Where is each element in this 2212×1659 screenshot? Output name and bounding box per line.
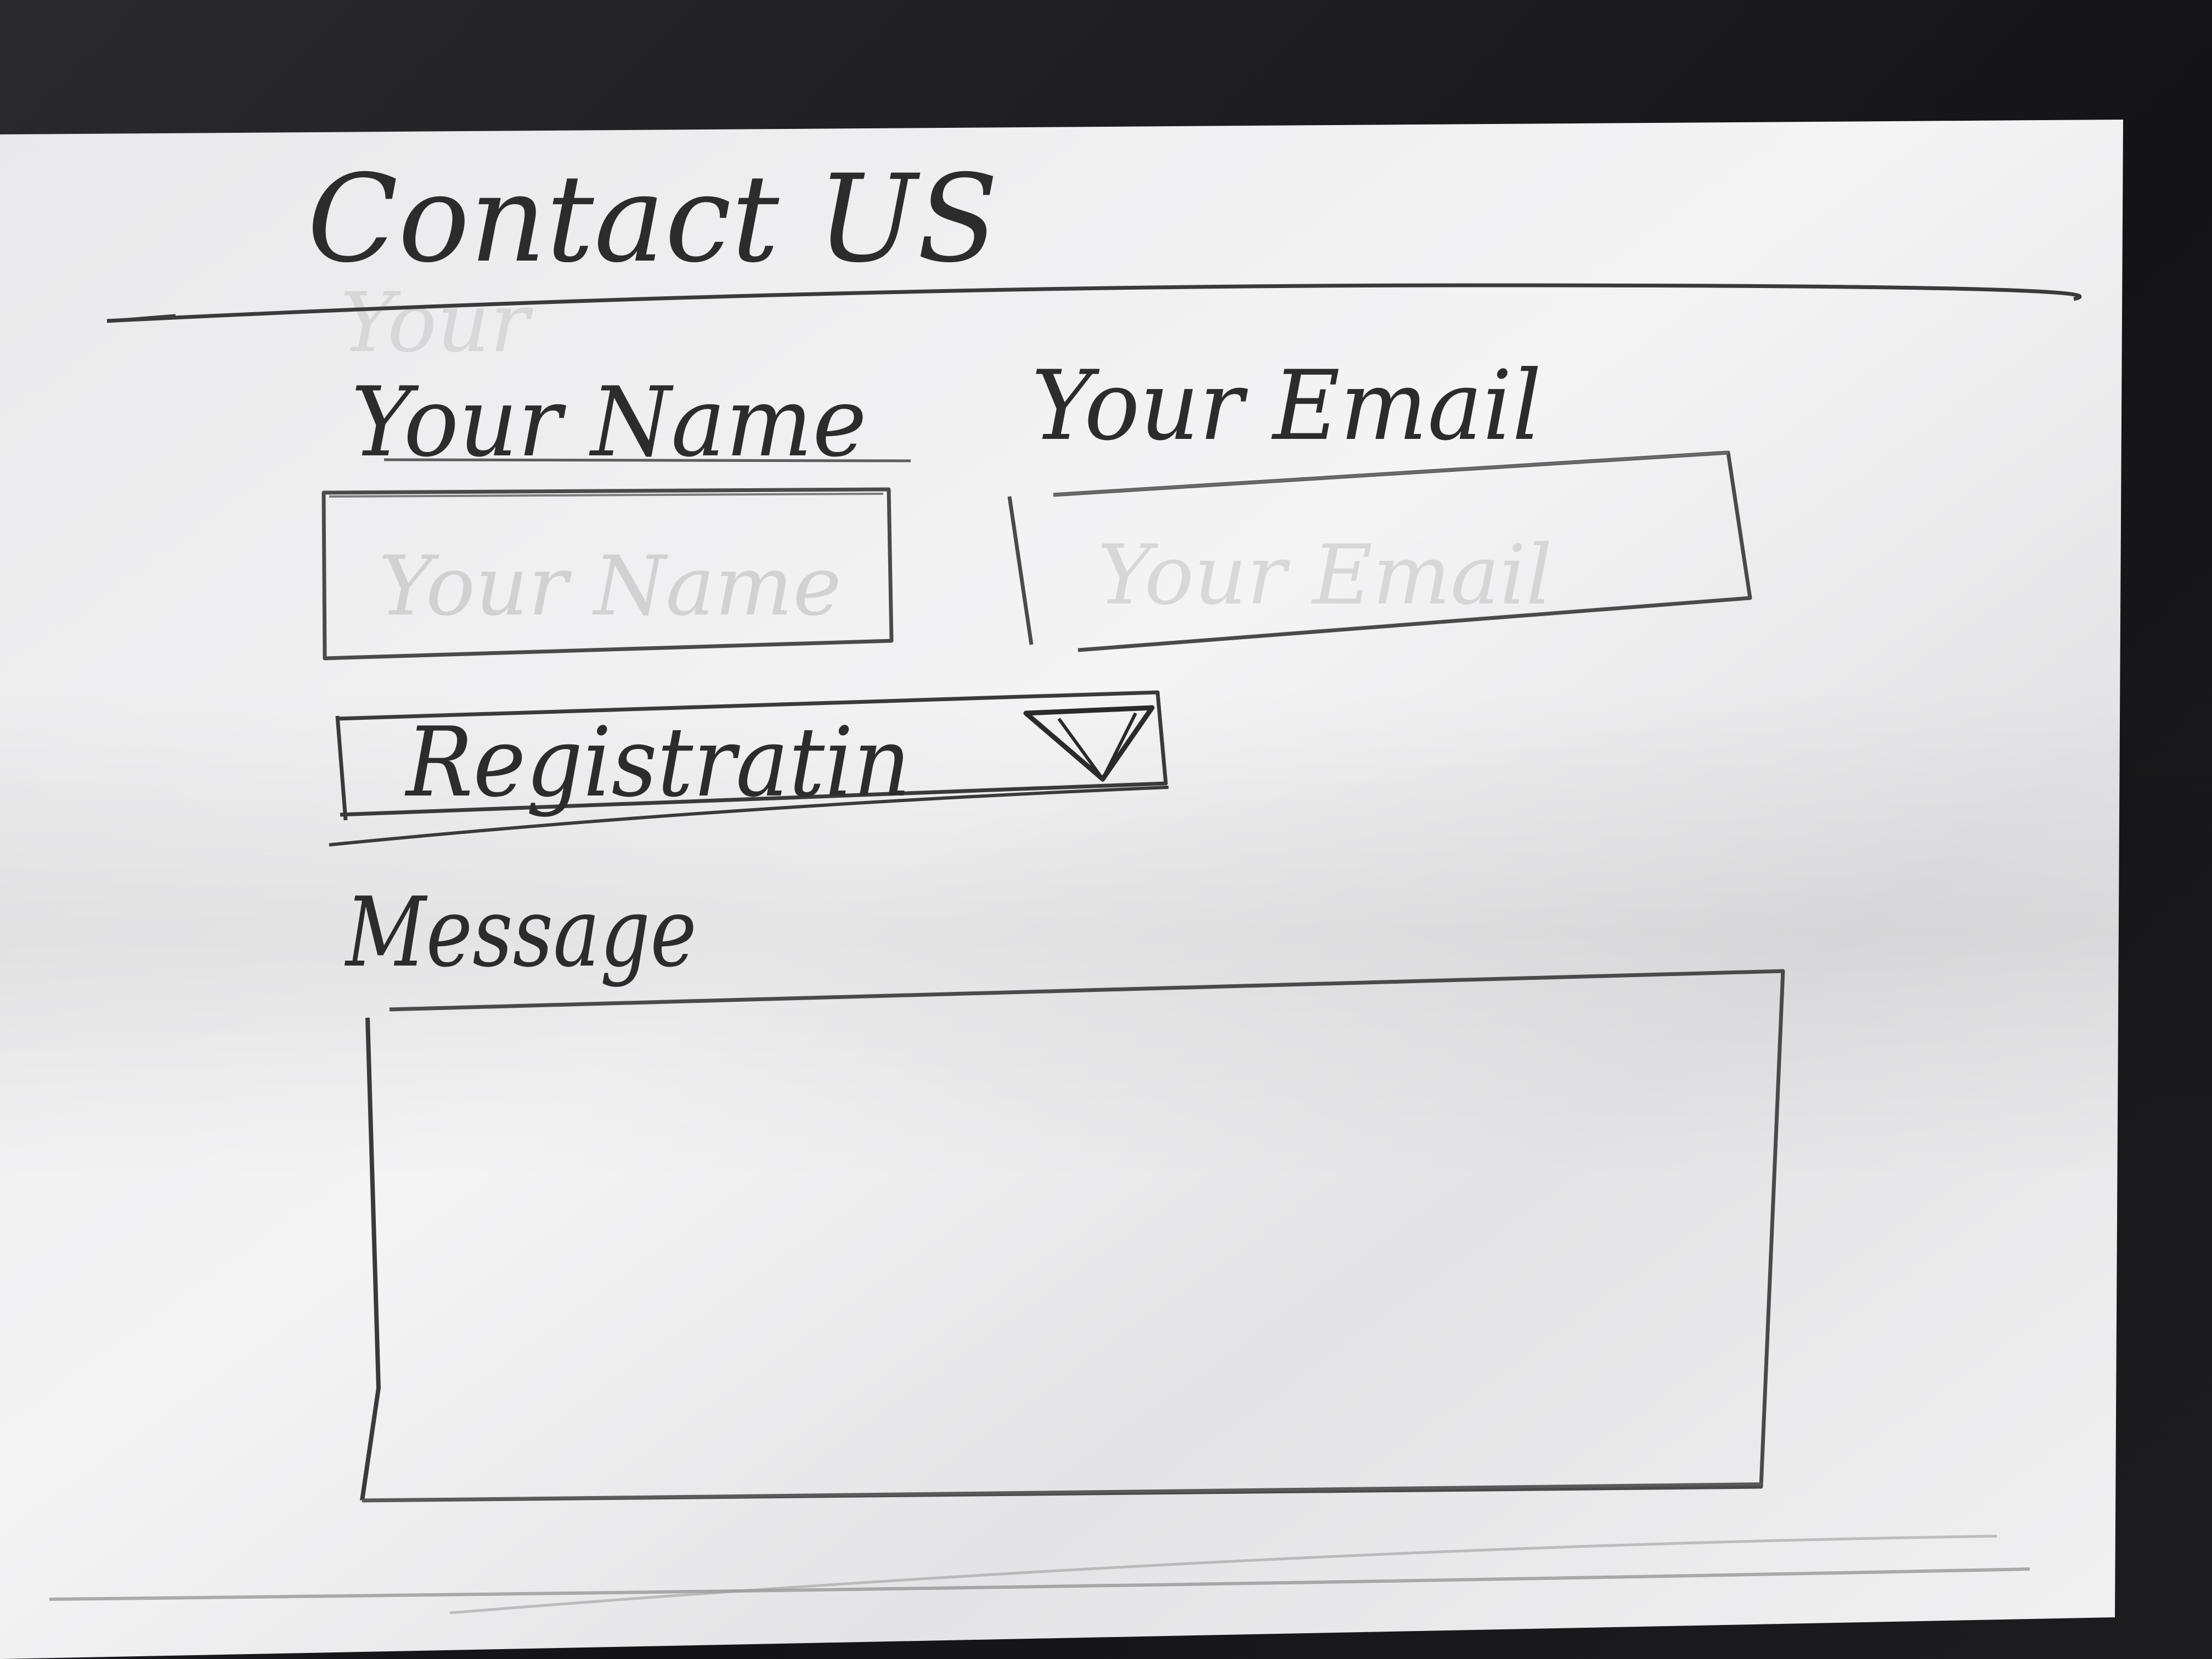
page-title: Contact US	[307, 149, 998, 289]
triangle-down-icon[interactable]	[1023, 705, 1155, 782]
svg-text:Your: Your	[340, 275, 534, 371]
lighting-shadow	[0, 686, 2212, 1180]
svg-text:Your Email: Your Email	[1097, 528, 1552, 623]
paper-bottom-line	[49, 1567, 2030, 1601]
email-label: Your Email	[1031, 351, 1542, 462]
subject-select-value: Registratin	[404, 707, 911, 819]
header-divider	[106, 283, 2082, 323]
message-textarea[interactable]	[360, 969, 1785, 1503]
message-label: Message	[345, 877, 697, 989]
email-input[interactable]: Your Email	[1007, 450, 1752, 652]
svg-text:Your Name: Your Name	[379, 539, 842, 634]
name-input[interactable]: Your Name	[321, 487, 894, 661]
subject-select[interactable]: Registratin	[329, 690, 1169, 847]
